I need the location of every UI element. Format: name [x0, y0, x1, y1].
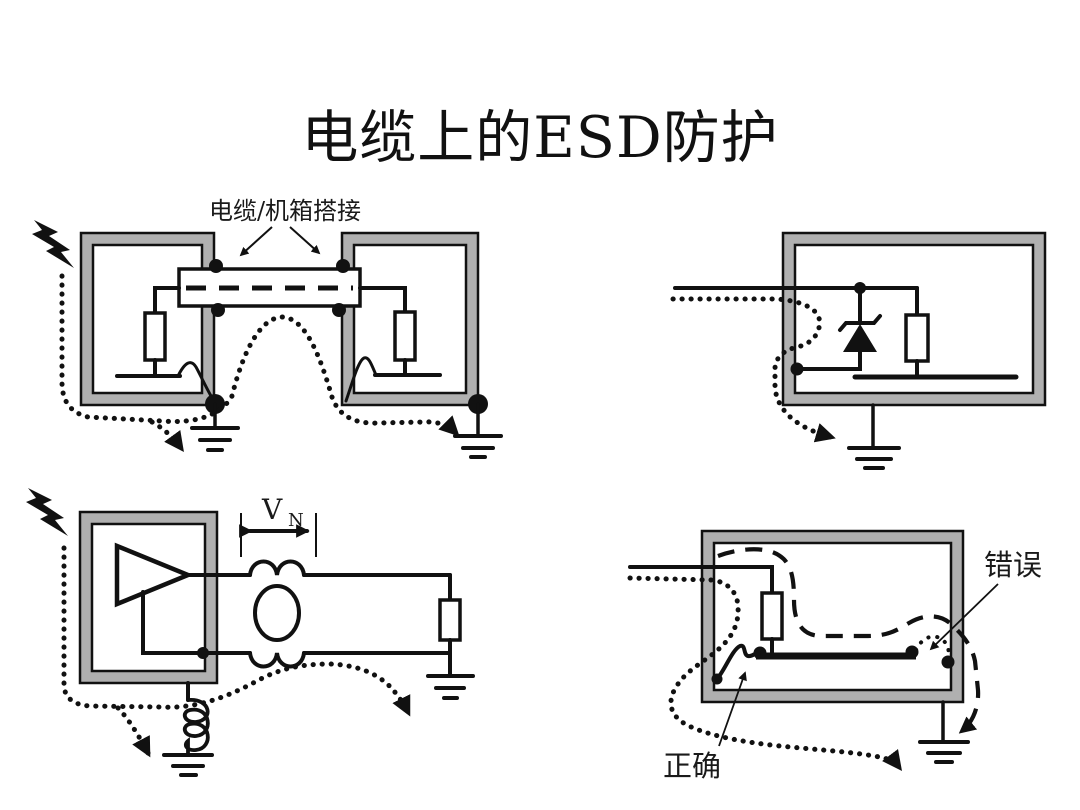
common-mode-choke-symbol	[141, 559, 452, 669]
correct-pointer	[718, 671, 747, 747]
wrong-pointer	[929, 583, 999, 651]
tvs-zener-diode-symbol	[790, 286, 882, 376]
left-interior-circuit	[115, 286, 216, 403]
vn-label-subscript: N	[288, 510, 304, 531]
esd-current-path	[627, 575, 903, 771]
bar-right-dot	[905, 645, 919, 659]
esd-current-path	[61, 545, 411, 717]
correct-bond-wire	[715, 643, 761, 681]
cable-bond-dots	[209, 259, 350, 317]
esd-lightning-icon	[26, 488, 68, 536]
signal-line	[628, 565, 774, 595]
esd-current-branch	[115, 705, 151, 758]
resistor-symbol	[760, 591, 784, 641]
esd-leak-arc	[914, 634, 951, 660]
diagram-shield-bond: 错误 正确	[627, 529, 1042, 783]
resistor-symbol	[904, 313, 930, 363]
esd-current-path	[670, 296, 836, 443]
bond-label: 电缆/机箱搭接	[209, 197, 361, 225]
earth-ground	[918, 700, 970, 764]
buffer-amplifier-symbol	[114, 542, 194, 608]
load-resistor	[426, 573, 475, 700]
right-interior-circuit	[344, 286, 442, 403]
bond-pointer-right	[289, 226, 321, 255]
diagram-tvs-clamp	[670, 231, 1047, 470]
right-earth-ground	[453, 394, 503, 459]
resistor-symbol	[393, 310, 417, 362]
bond-pointer-left	[239, 226, 273, 257]
wall-bond-dot-wrong	[941, 655, 955, 669]
noise-pulse	[176, 361, 216, 403]
ground-inductor-symbol	[162, 681, 214, 777]
slide-title: 电缆上的ESD防护	[301, 105, 779, 171]
correct-label: 正确	[663, 749, 721, 783]
shielded-cable	[177, 267, 362, 308]
esd-wrong-path	[717, 547, 981, 734]
junction-dot	[197, 647, 209, 659]
diagram-bonded-chassis: 电缆/机箱搭接	[32, 197, 503, 459]
wrong-label: 错误	[984, 548, 1042, 582]
vn-annotation: V N	[239, 493, 317, 557]
esd-current-branch	[149, 419, 184, 453]
resistor-symbol	[143, 311, 167, 362]
earth-ground	[847, 403, 901, 470]
load-resistor	[852, 286, 1019, 380]
vn-label: V	[261, 493, 283, 526]
esd-current-path	[59, 273, 460, 437]
noise-pulse	[344, 356, 378, 403]
esd-lightning-icon	[32, 220, 74, 268]
diagram-common-mode-choke: V N	[26, 488, 475, 777]
resistor-symbol	[438, 598, 462, 642]
